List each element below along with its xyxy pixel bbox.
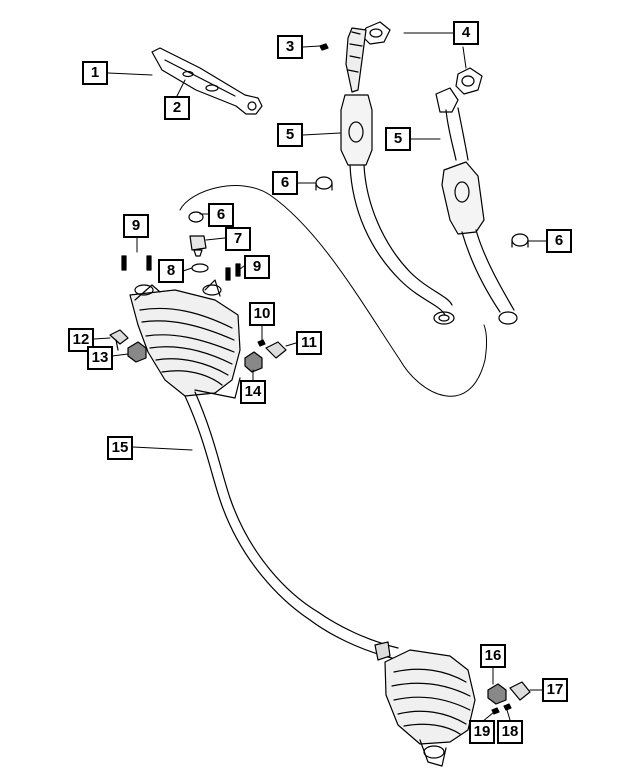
studs-9-left <box>121 255 152 271</box>
callout-15: 15 <box>107 436 133 460</box>
callout-2: 2 <box>164 96 190 120</box>
callout-1: 1 <box>82 61 108 85</box>
clamp-6-left <box>188 211 204 223</box>
callout-5-right: 5 <box>385 127 411 151</box>
hanger-12 <box>109 329 129 351</box>
callout-9-left: 9 <box>123 214 149 238</box>
bolt-18 <box>503 703 512 711</box>
gasket-8 <box>191 263 209 273</box>
front-resonator <box>129 279 241 399</box>
catalytic-converter-right <box>435 87 518 325</box>
callout-17: 17 <box>542 678 568 702</box>
callout-18: 18 <box>497 720 523 744</box>
hanger-17 <box>509 681 531 701</box>
isolator-14 <box>244 351 263 373</box>
catalytic-converter-left <box>340 27 455 325</box>
callout-9-right: 9 <box>244 255 270 279</box>
callout-19: 19 <box>469 720 495 744</box>
callout-11: 11 <box>296 331 322 355</box>
callout-10: 10 <box>249 302 275 326</box>
hanger-11 <box>265 341 287 359</box>
callout-13: 13 <box>87 346 113 370</box>
isolator-16 <box>487 683 507 705</box>
clamp-6-right <box>511 233 529 248</box>
callout-4: 4 <box>453 21 479 45</box>
sensor-7 <box>189 235 207 257</box>
callout-6-top: 6 <box>272 171 298 195</box>
callout-8: 8 <box>158 259 184 283</box>
routing-loop-line <box>179 185 488 397</box>
gasket-4-lower <box>455 67 483 95</box>
bolt-3 <box>319 43 329 51</box>
leader-lines <box>93 32 547 723</box>
callout-14: 14 <box>240 380 266 404</box>
crossmember-bracket <box>151 47 263 115</box>
callout-5-left: 5 <box>277 123 303 147</box>
callout-6-left: 6 <box>208 203 234 227</box>
studs-9-right <box>225 263 241 281</box>
callout-3: 3 <box>277 35 303 59</box>
callout-16: 16 <box>480 644 506 668</box>
callout-7: 7 <box>225 227 251 251</box>
bolt-10 <box>257 339 266 347</box>
clamp-6-top <box>315 176 333 191</box>
intermediate-pipe <box>184 391 399 661</box>
isolator-13 <box>127 341 147 363</box>
rear-muffler <box>384 649 476 767</box>
callout-6-right: 6 <box>546 229 572 253</box>
